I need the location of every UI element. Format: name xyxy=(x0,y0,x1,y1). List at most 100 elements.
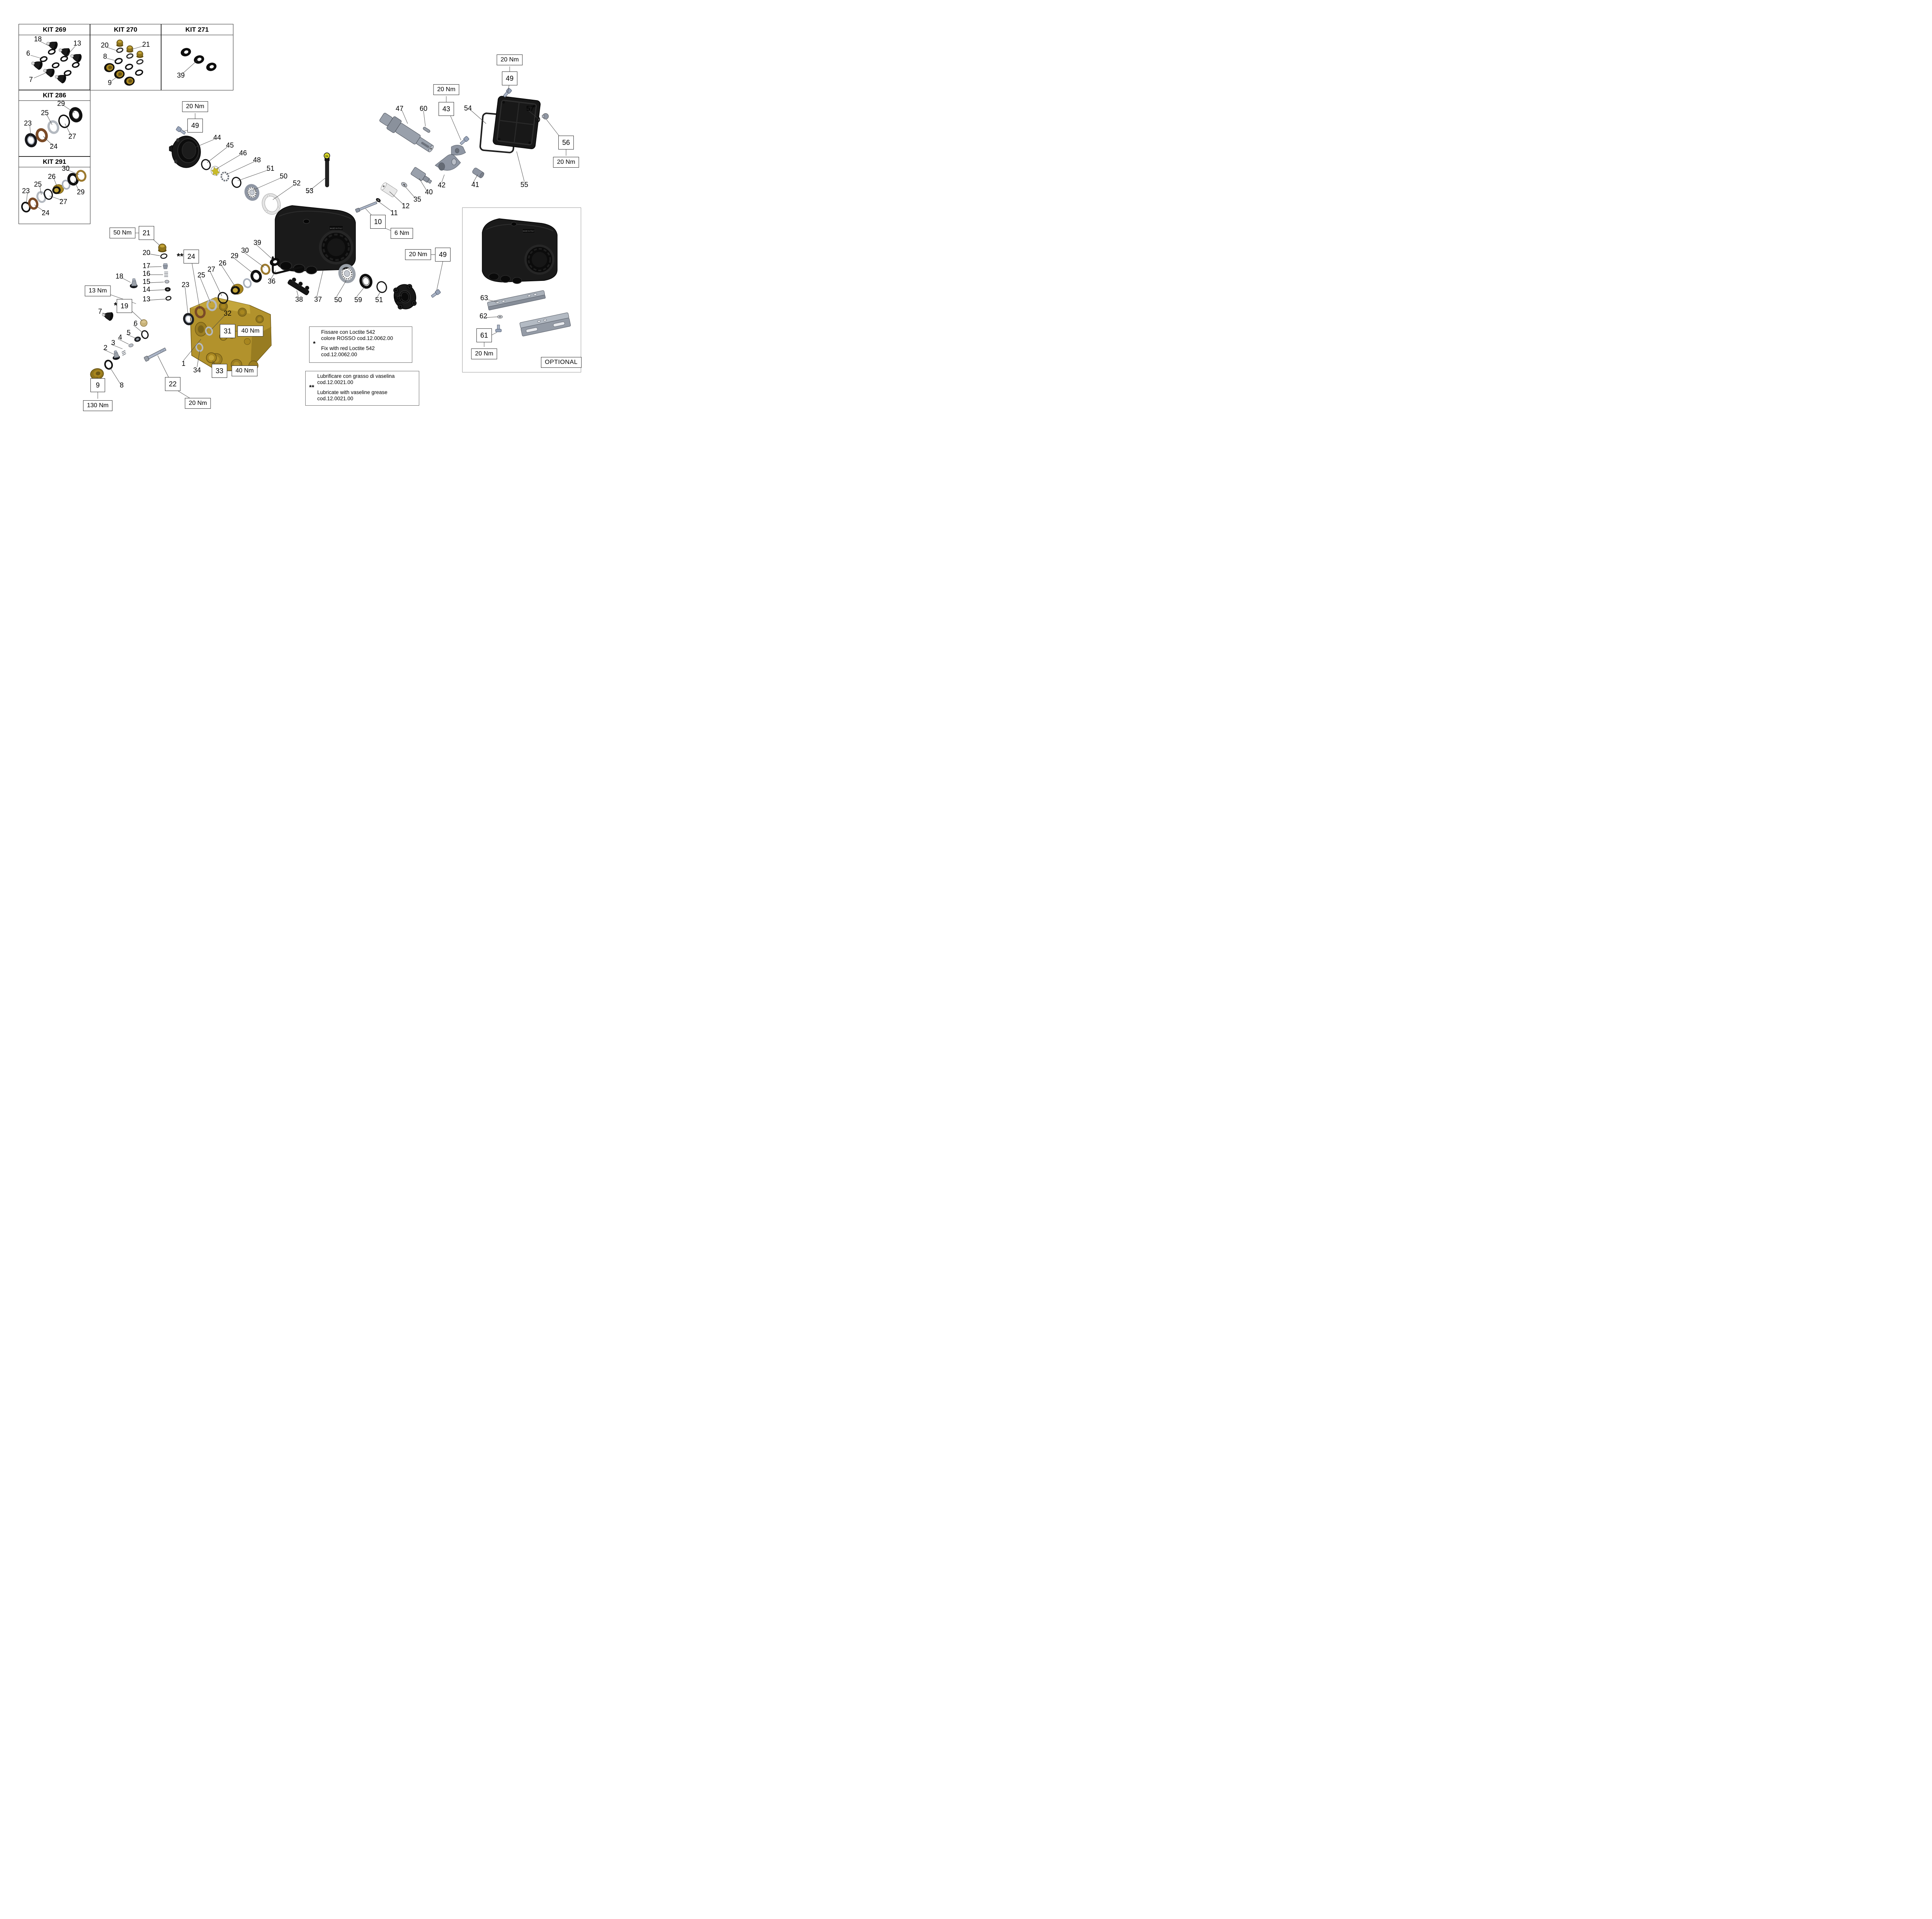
callout-14: 14 xyxy=(142,286,151,293)
kit-270-art xyxy=(103,39,144,87)
optional-label: OPTIONAL xyxy=(541,357,582,368)
torque-box-6-nm: 6 Nm xyxy=(390,228,413,239)
callout-23: 23 xyxy=(22,187,30,195)
callout-46: 46 xyxy=(239,149,247,157)
callout-29: 29 xyxy=(77,188,85,196)
kit-291-title: KIT 291 xyxy=(19,156,90,167)
callout-50: 50 xyxy=(279,172,288,180)
note-grease-line2-it: cod.12.0021.00 xyxy=(317,379,354,386)
note-grease-line1-it: Lubrificare con grasso di vaselina xyxy=(317,373,395,379)
callout-62: 62 xyxy=(479,312,488,320)
callout-13: 13 xyxy=(73,39,82,47)
callout-40: 40 xyxy=(425,188,433,196)
callout-21-boxed: 21 xyxy=(138,226,155,240)
callout-22-boxed: 22 xyxy=(165,377,181,391)
asterisk-mark: * xyxy=(114,301,117,310)
kit-270-title: KIT 270 xyxy=(90,24,161,35)
lower-valve-train xyxy=(90,310,167,380)
callout-39: 39 xyxy=(253,239,262,246)
callout-34: 34 xyxy=(193,366,201,374)
oil-cap-text: OIL xyxy=(325,155,328,158)
callout-61-boxed: 61 xyxy=(476,328,492,342)
callout-24: 24 xyxy=(49,143,58,150)
callout-56-boxed: 56 xyxy=(558,136,574,150)
valve-stack-parts xyxy=(129,243,172,327)
callout-33-boxed: 33 xyxy=(211,364,228,378)
head-seal-row xyxy=(183,257,281,325)
torque-box-20-nm: 20 Nm xyxy=(433,84,459,95)
rear-cover-parts xyxy=(479,87,549,153)
retainer-clip-part xyxy=(272,256,303,274)
crankcase-part: MADE IN ITALY xyxy=(275,205,356,274)
callout-26: 26 xyxy=(218,259,227,267)
callout-11: 11 xyxy=(390,209,398,217)
callout-44: 44 xyxy=(213,134,221,141)
callout-27: 27 xyxy=(68,133,77,140)
plug-strip-part xyxy=(287,277,310,295)
crankshaft-part xyxy=(379,113,434,152)
diagram-canvas: OIL MADE IN ITALY xyxy=(0,0,597,422)
conrod-parts xyxy=(435,136,485,178)
note-loctite-line1-it: Fissare con Loctite 542 xyxy=(321,329,375,335)
callout-12: 12 xyxy=(401,202,410,210)
callout-25: 25 xyxy=(34,180,42,188)
callout-60: 60 xyxy=(419,105,428,112)
callout-49-boxed: 49 xyxy=(187,119,203,133)
note-loctite: * Fissare con Loctite 542 colore ROSSO c… xyxy=(309,326,412,363)
callout-10-boxed: 10 xyxy=(370,215,386,229)
made-in-italy-text-2: MADE IN ITALY xyxy=(523,230,534,232)
note-grease-line1-en: Lubricate with vaseline grease xyxy=(317,389,388,395)
exploded-view-art: OIL MADE IN ITALY xyxy=(21,39,571,399)
kit-269-art xyxy=(30,39,83,84)
note-loctite-line1-en: Fix with red Loctite 542 xyxy=(321,345,375,351)
callout-18: 18 xyxy=(34,35,42,43)
callout-42: 42 xyxy=(437,181,446,189)
note-grease: ** Lubrificare con grasso di vaselina co… xyxy=(305,371,419,406)
callout-47: 47 xyxy=(395,105,404,112)
kit-panel-269: KIT 269 xyxy=(19,24,90,90)
torque-box-130-nm: 130 Nm xyxy=(83,400,113,411)
callout-26: 26 xyxy=(48,173,56,180)
callout-54: 54 xyxy=(464,104,472,112)
callout-7: 7 xyxy=(98,308,102,315)
callout-17: 17 xyxy=(142,262,151,270)
callout-37: 37 xyxy=(314,296,322,303)
rear-bearing-parts xyxy=(338,264,441,309)
callout-41: 41 xyxy=(471,181,480,189)
callout-39: 39 xyxy=(177,71,185,79)
callout-9-boxed: 9 xyxy=(90,378,105,392)
optional-crankcase-part: MADE IN ITALY xyxy=(482,218,571,337)
note-loctite-line2-it: colore ROSSO cod.12.0062.00 xyxy=(321,335,393,342)
torque-box-13-nm: 13 Nm xyxy=(85,286,111,296)
callout-4: 4 xyxy=(118,333,122,341)
callout-24: 24 xyxy=(41,209,50,217)
callout-8: 8 xyxy=(103,53,107,60)
kit-panel-291: KIT 291 xyxy=(19,156,90,224)
callout-35: 35 xyxy=(413,195,422,203)
torque-box-20-nm: 20 Nm xyxy=(182,101,208,112)
kit-286-title: KIT 286 xyxy=(19,90,90,101)
callout-49-boxed: 49 xyxy=(435,248,451,262)
callout-57: 57 xyxy=(526,105,534,112)
callout-48: 48 xyxy=(253,156,261,164)
kit-291-art xyxy=(21,170,87,212)
callout-51: 51 xyxy=(266,165,275,172)
callout-30: 30 xyxy=(61,165,70,172)
bearing-cover-cluster xyxy=(169,126,281,215)
callout-51: 51 xyxy=(375,296,383,304)
note-loctite-line2-en: cod.12.0062.00 xyxy=(321,352,357,358)
callout-7: 7 xyxy=(29,76,33,83)
callout-25: 25 xyxy=(41,109,49,117)
callout-43-boxed: 43 xyxy=(438,102,454,116)
callout-52: 52 xyxy=(293,179,301,187)
note-loctite-mark: * xyxy=(313,340,316,347)
kit-271-title: KIT 271 xyxy=(161,24,233,35)
asterisk-mark-double: ** xyxy=(177,252,184,261)
optional-panel xyxy=(462,207,581,372)
torque-box-40-nm: 40 Nm xyxy=(237,326,264,337)
callout-29: 29 xyxy=(230,252,239,260)
torque-box-20-nm: 20 Nm xyxy=(497,54,523,65)
torque-box-20-nm: 20 Nm xyxy=(471,348,497,359)
callout-13: 13 xyxy=(142,295,151,303)
